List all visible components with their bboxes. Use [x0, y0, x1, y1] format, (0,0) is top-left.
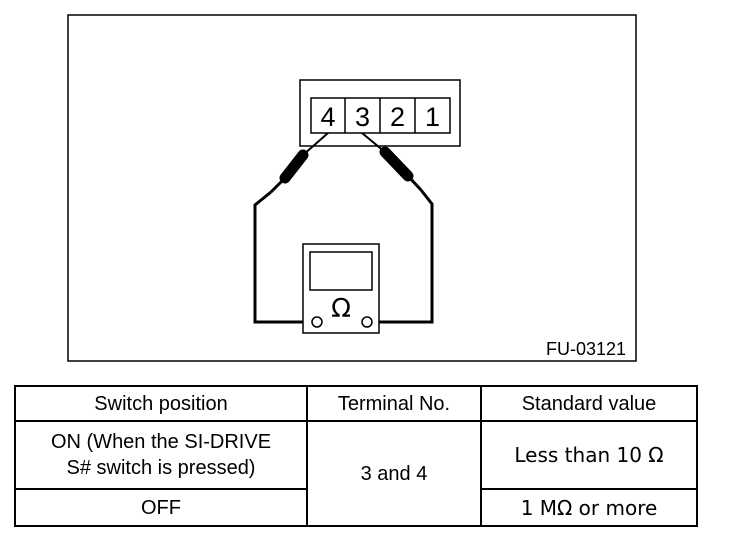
- cell-terminal-no: 3 and 4: [306, 420, 482, 527]
- header-standard-value: Standard value: [480, 385, 698, 422]
- specification-table: Switch position Terminal No. Standard va…: [14, 385, 698, 527]
- ohm-symbol: Ω: [331, 294, 351, 324]
- header-terminal-no: Terminal No.: [306, 385, 482, 422]
- left-lead-wire: [253, 190, 314, 324]
- ohmmeter: Ω: [302, 243, 380, 334]
- left-probe: [269, 132, 329, 194]
- table-row: OFF 1 MΩ or more: [14, 488, 698, 527]
- right-probe: [361, 132, 423, 192]
- table-row: ON (When the SI-DRIVE S# switch is press…: [14, 420, 698, 527]
- meter-terminal-left: [311, 316, 323, 328]
- terminal-3-label: 3: [355, 102, 370, 132]
- meter-display: [309, 251, 373, 291]
- terminal-4-label: 4: [320, 102, 335, 132]
- cell-switch-position-off: OFF: [14, 488, 308, 527]
- header-switch-position: Switch position: [14, 385, 308, 422]
- figure-frame: [67, 14, 637, 362]
- test-diagram: 4 3 2 1 Ω FU-03121: [67, 14, 637, 362]
- right-lead-wire: [372, 189, 434, 324]
- cell-standard-value-off: 1 MΩ or more: [480, 488, 698, 527]
- terminal-2-label: 2: [390, 102, 405, 132]
- figure-code: FU-03121: [546, 339, 626, 359]
- terminal-1-label: 1: [425, 102, 440, 132]
- cell-standard-value-on: Less than 10 Ω: [480, 420, 698, 490]
- switch-on-line1: ON (When the SI-DRIVE: [50, 431, 272, 453]
- switch-on-line2: S# switch is pressed): [66, 457, 256, 479]
- connector: 4 3 2 1: [299, 79, 461, 147]
- meter-terminal-right: [361, 316, 373, 328]
- cell-switch-position-on: ON (When the SI-DRIVE S# switch is press…: [14, 420, 308, 490]
- table-header-row: Switch position Terminal No. Standard va…: [14, 385, 698, 422]
